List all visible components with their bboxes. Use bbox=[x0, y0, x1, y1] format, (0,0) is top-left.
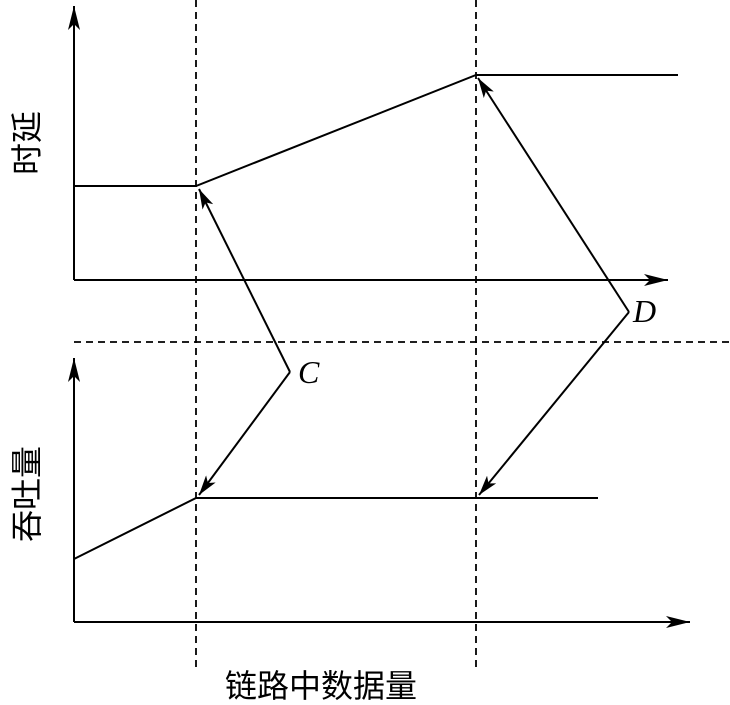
c-arrow-to-delay bbox=[198, 188, 291, 373]
d-arrow-to-throughput bbox=[478, 311, 630, 496]
delay-curve bbox=[74, 74, 678, 187]
c-arrow-to-throughput bbox=[198, 371, 291, 496]
x-axis-label: 链路中数据量 bbox=[225, 667, 417, 705]
top-y-axis-label: 时延 bbox=[8, 111, 46, 175]
point-d-label: D bbox=[632, 293, 656, 329]
bottom-y-axis-label: 吞吐量 bbox=[8, 446, 46, 542]
d-arrow-to-delay bbox=[477, 77, 630, 313]
point-c-label: C bbox=[298, 354, 320, 390]
throughput-curve bbox=[73, 497, 598, 560]
